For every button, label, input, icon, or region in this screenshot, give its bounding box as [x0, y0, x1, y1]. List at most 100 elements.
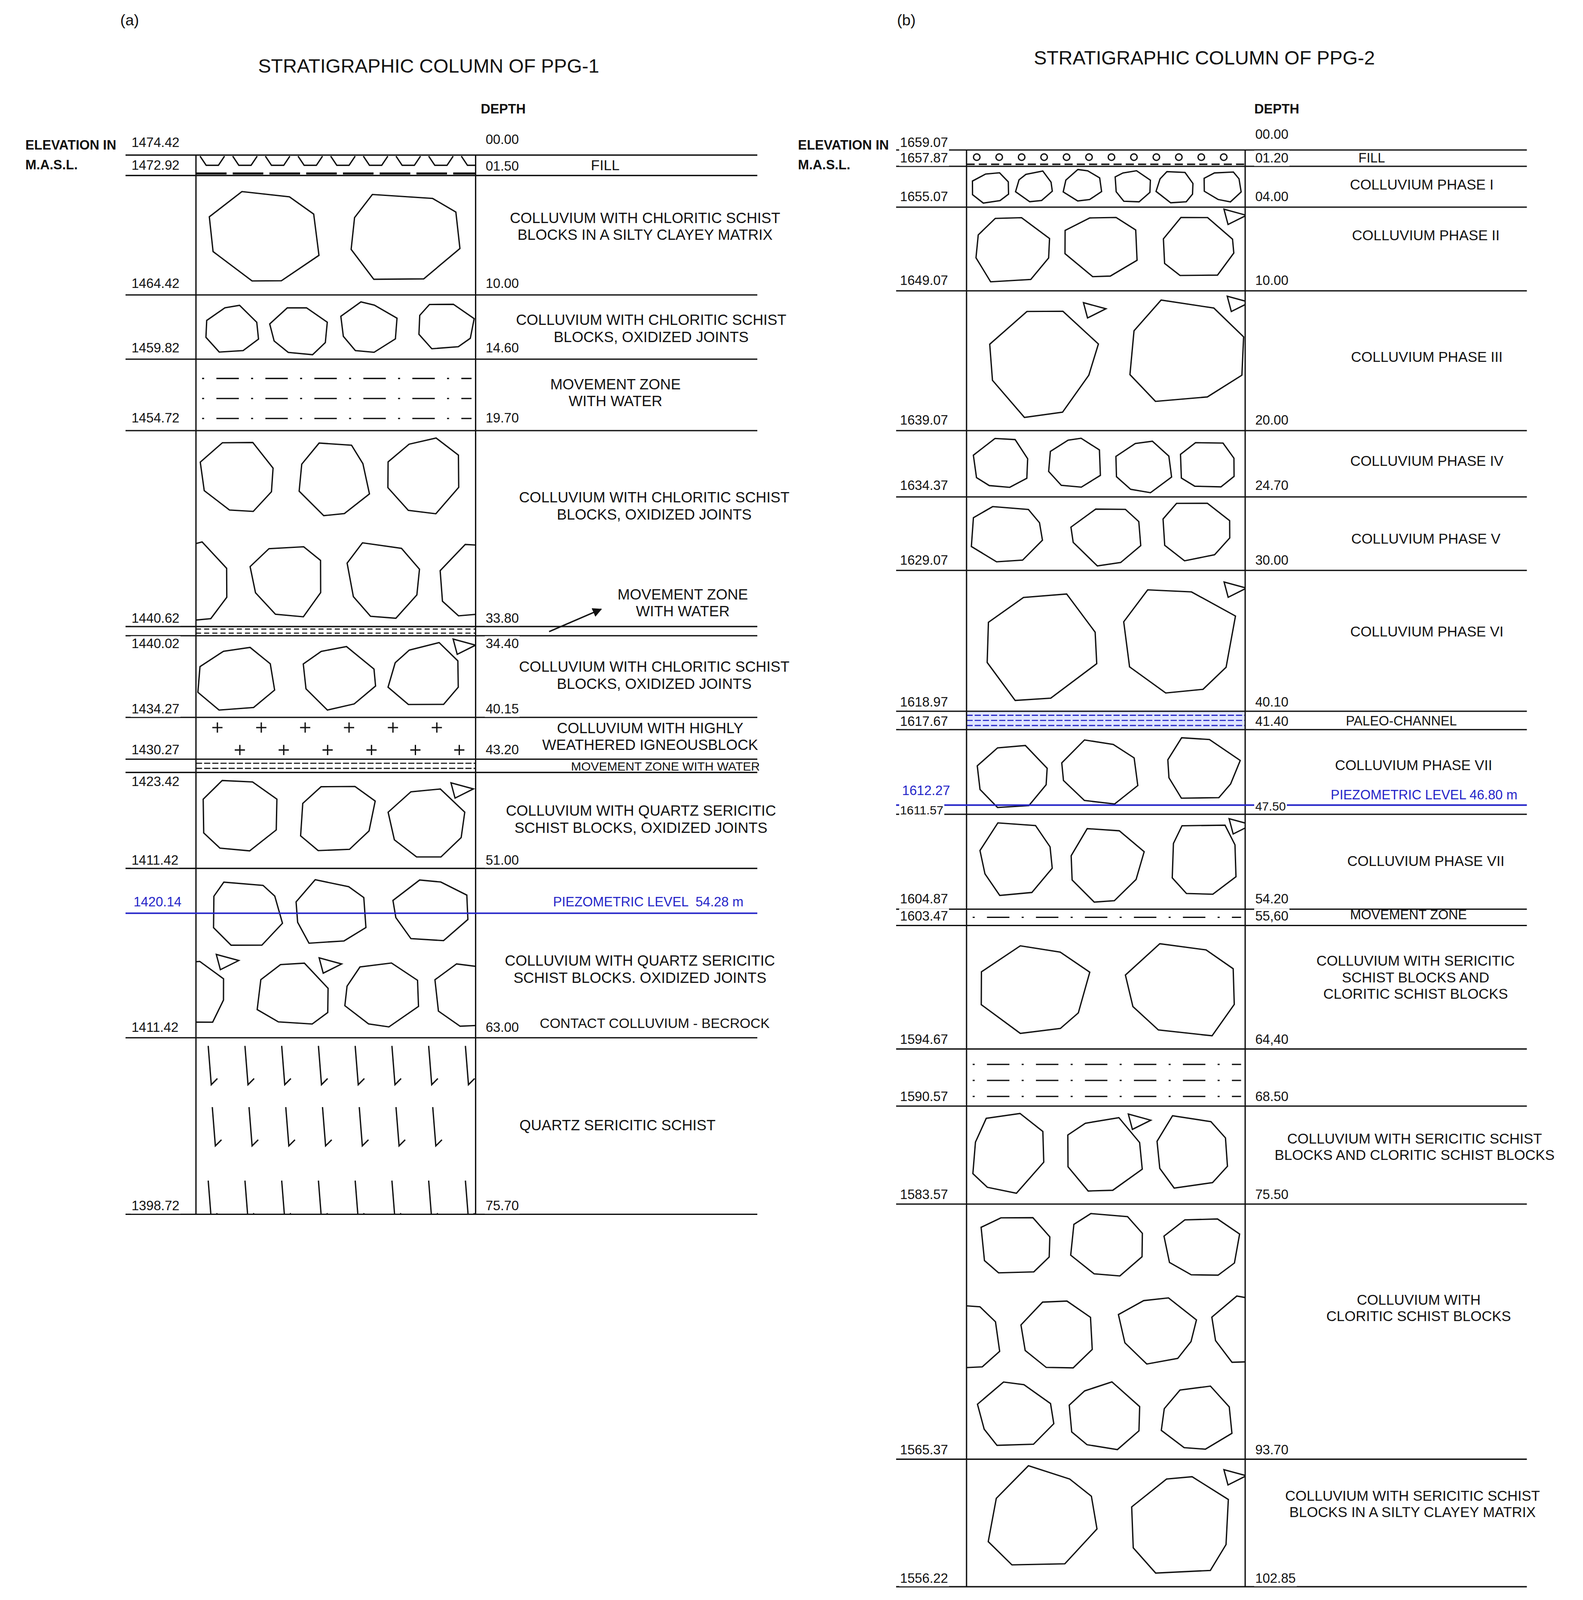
schist-mark	[281, 1046, 291, 1085]
column-label: 93.70	[1254, 1442, 1290, 1458]
layer-pattern	[972, 169, 1246, 203]
layer-description: FILL	[1320, 151, 1423, 166]
layer-text: COLLUVIUM WITH SERICITIC SCHIST BLOCKS A…	[1269, 1130, 1561, 1164]
column-label: 10.00	[484, 275, 520, 292]
fill-mark	[297, 156, 323, 166]
rock-block	[1163, 217, 1234, 276]
column-label: 1634.37	[899, 477, 950, 494]
rock-block	[1071, 509, 1141, 567]
layer-pattern	[988, 1466, 1246, 1574]
layer-pattern	[972, 916, 1242, 919]
column-label: 64,40	[1254, 1032, 1290, 1048]
layer-boundary	[896, 496, 1528, 498]
rock-chip	[450, 782, 474, 799]
movement-dashes	[972, 1063, 1242, 1066]
schist-mark	[248, 1107, 258, 1146]
rock-block	[392, 880, 468, 941]
rock-block	[1115, 170, 1151, 202]
piezometric-label: 1612.27	[901, 783, 952, 799]
schist-mark	[281, 1180, 291, 1215]
layer-boundary	[125, 867, 758, 870]
rock-chip	[1227, 296, 1246, 312]
column-label: 63.00	[484, 1019, 520, 1036]
column-label: 01.50	[484, 158, 520, 175]
movement-dashes	[202, 398, 472, 400]
heading-label: (a)	[119, 11, 141, 30]
layer-text: FILL	[1320, 151, 1423, 166]
layer-description: COLLUVIUM WITH HIGHLY WEATHERED IGNEOUSB…	[525, 719, 776, 754]
layer-text: COLLUVIUM PHASE II	[1298, 227, 1554, 244]
rock-block	[989, 311, 1099, 418]
layer-description: COLLUVIUM WITH SERICITIC SCHIST BLOCKS A…	[1310, 952, 1521, 1003]
layer-boundary	[125, 154, 758, 156]
column-label: 1594.67	[899, 1032, 950, 1048]
piezometric-line	[125, 912, 758, 915]
rock-block	[1070, 1213, 1143, 1277]
rock-block	[988, 1466, 1097, 1566]
rock-block	[1172, 825, 1236, 895]
rock-block	[303, 646, 376, 711]
column-label: 1655.07	[899, 189, 950, 206]
column-label: 102.85	[1254, 1570, 1297, 1587]
column-label: 75.50	[1254, 1187, 1290, 1204]
column-label: 1464.42	[130, 275, 181, 292]
layer-pattern	[966, 711, 1246, 730]
fill-pebble	[1220, 153, 1228, 161]
column-label: 1565.37	[899, 1442, 950, 1458]
layer-text: COLLUVIUM PHASE VII	[1285, 757, 1542, 774]
column-label: 40.10	[1254, 694, 1290, 711]
layer-pattern	[195, 156, 476, 174]
column-label: 1556.22	[899, 1570, 950, 1587]
schist-mark	[428, 1046, 438, 1085]
layer-description: COLLUVIUM PHASE II	[1298, 227, 1554, 244]
layer-pattern	[195, 875, 476, 1028]
column-label: 1583.57	[899, 1187, 950, 1204]
rock-block	[1161, 1386, 1232, 1450]
layer-boundary	[125, 174, 758, 177]
schist-mark	[244, 1046, 255, 1085]
column-label: 1423.42	[130, 774, 181, 790]
layer-pattern	[203, 780, 476, 858]
layer-description: COLLUVIUM WITH CHLORITIC SCHIST BLOCKS, …	[503, 311, 800, 346]
rock-block	[434, 964, 476, 1027]
layer-text: COLLUVIUM WITH CHLORITIC SCHIST BLOCKS, …	[506, 658, 803, 693]
column-label: 00.00	[484, 132, 520, 148]
layer-boundary	[896, 1048, 1528, 1050]
column-label: 1454.72	[130, 410, 181, 427]
layer-boundary	[125, 1037, 758, 1039]
fill-pebble	[1175, 153, 1182, 161]
leader-arrow	[549, 609, 602, 632]
column-label: 1472.92	[130, 157, 181, 174]
layer-boundary	[896, 429, 1528, 432]
rock-block	[972, 172, 1009, 204]
layer-pattern	[981, 941, 1246, 1036]
layer-text: COLLUVIUM WITH CLORITIC SCHIST BLOCKS	[1323, 1292, 1514, 1325]
rock-chip	[1224, 209, 1246, 225]
rock-block	[257, 963, 328, 1025]
layer-description: MOVEMENT ZONE	[1306, 908, 1511, 922]
column-label: 1617.67	[899, 713, 950, 730]
rock-chip	[1229, 818, 1246, 835]
rock-block	[1115, 441, 1172, 493]
layer-pattern	[966, 1213, 1246, 1450]
layer-text: COLLUVIUM WITH SERICITIC SCHIST BLOCKS I…	[1269, 1488, 1556, 1521]
rock-block	[1069, 1381, 1140, 1450]
rock-block	[976, 217, 1050, 282]
layer-text: COLLUVIUM WITH CHLORITIC SCHIST BLOCKS, …	[503, 311, 800, 346]
movement-dashes	[202, 377, 472, 380]
layer-pattern	[973, 436, 1246, 493]
layer-text: COLLUVIUM PHASE VII	[1298, 853, 1554, 870]
layer-boundary	[896, 149, 1528, 151]
layer-boundary	[896, 1586, 1528, 1588]
piezometric-label: PIEZOMETRIC LEVEL 54.28 m	[552, 894, 745, 910]
paleo-hatch	[966, 725, 1246, 727]
layer-pattern	[195, 437, 476, 622]
layer-boundary	[896, 710, 1528, 712]
rock-block	[388, 642, 459, 705]
rock-block	[269, 307, 328, 355]
igneous-plus	[300, 722, 311, 733]
fill-pebble	[995, 153, 1003, 161]
schist-mark	[391, 1046, 402, 1085]
column-label: 30.00	[1254, 552, 1290, 569]
